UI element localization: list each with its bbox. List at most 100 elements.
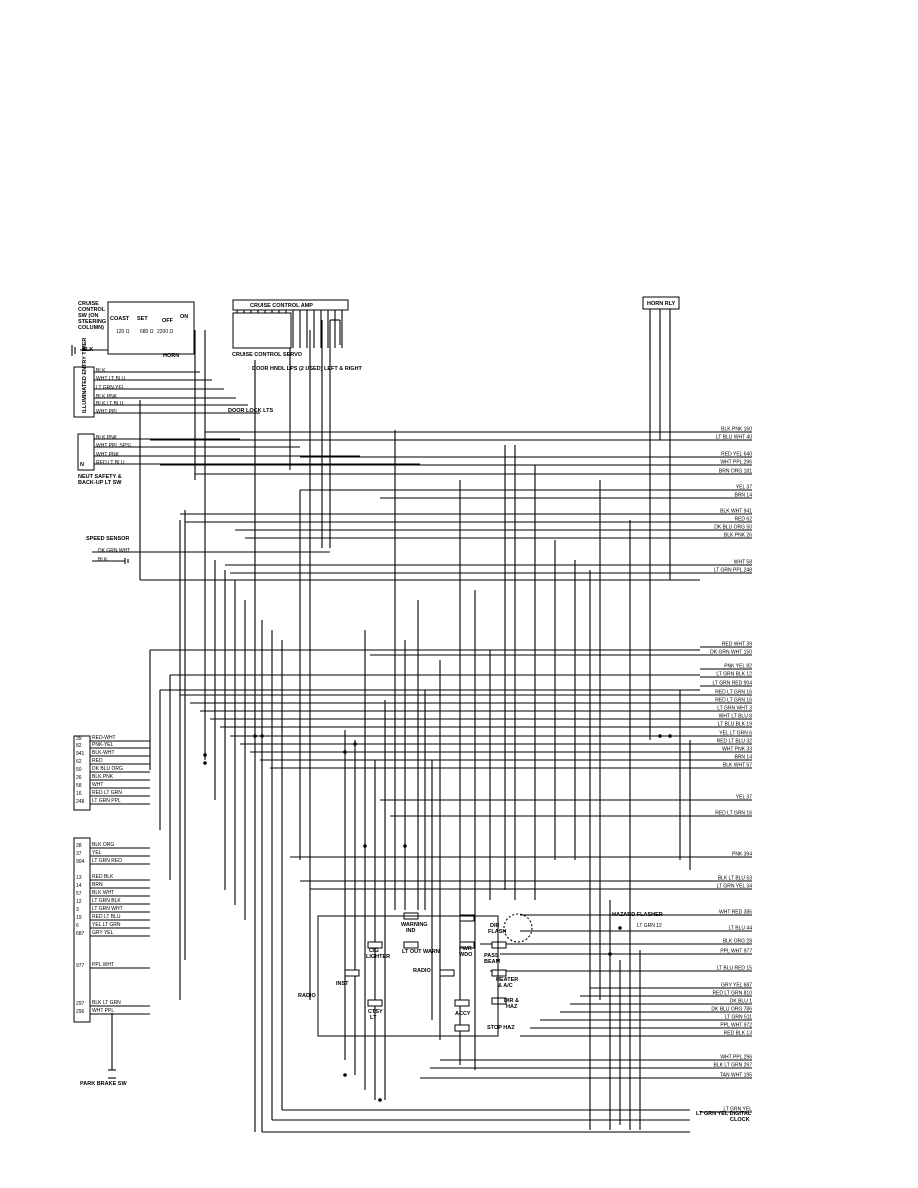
left-connector-pin: 57 (76, 891, 82, 897)
right-wire-label: DK BLU 1 (730, 999, 752, 1005)
right-wire-label: PNK YEL 82 (724, 664, 752, 670)
cruise-control-amp: CRUISE CONTROL AMP CRUISE CONTROL SERVO … (228, 299, 363, 414)
right-wire-label: RED LT GRN 16 (715, 811, 752, 817)
cruise-amp-box (232, 299, 349, 311)
cruise-pos-off: OFF (162, 318, 174, 324)
fuse-cell (454, 999, 470, 1007)
right-wire-label: PPL WHT 977 (720, 949, 752, 955)
left-connector-wire: PNK-YEL (92, 742, 114, 748)
right-wire-label: WHT PPL 296 (720, 460, 752, 466)
neut-safety-label-1: NEUT SAFETY & (78, 474, 122, 480)
left-connector-wire: BLK PNK (92, 774, 114, 780)
cruise-switch-label-4: STEERING (78, 319, 106, 325)
fuse-dir-flash-2: FLASH (488, 929, 506, 935)
right-wire-label: LT GRN YEL 34 (717, 884, 753, 890)
dir-flash-circle (503, 913, 533, 943)
illum-entry-box (73, 366, 95, 418)
cruise-resistor-3: 2200 Ω (157, 329, 174, 335)
neut-n-label: N (80, 462, 84, 468)
wire-blk-pnk-2-label: BLK PNK (96, 435, 118, 441)
left-connector-upper (73, 735, 91, 811)
cruise-pos-coast: COAST (110, 316, 130, 322)
door-lock-label: DOOR LOCK LTS (228, 408, 273, 414)
left-connector-wire: RED (92, 758, 103, 764)
wire-junction (253, 734, 257, 738)
wire-junction (403, 844, 407, 848)
left-connector-wire: GRY YEL (92, 930, 114, 936)
left-connector-pin: 248 (76, 799, 85, 805)
wire-junction (353, 742, 357, 746)
cruise-servo-box (232, 312, 292, 349)
cruise-switch-label-5: COLUMN) (78, 325, 104, 331)
fuse-inst: INST (336, 981, 349, 987)
right-wire-label: DK BLU ORG 50 (714, 525, 752, 531)
fuse-block: CIG LIGHTER WARNING IND LT OUT WARN PWR … (298, 915, 519, 1037)
wire-junction (668, 734, 672, 738)
right-wire-label: YEL 37 (736, 795, 752, 801)
fuse-cell (344, 969, 360, 977)
right-wire-label: RED WHT 39 (722, 642, 752, 648)
left-connector (73, 735, 91, 1023)
left-connector-pin: 26 (76, 775, 82, 781)
right-wire-label: LT GRN 511 (725, 1015, 752, 1021)
left-connector-pin: 37 (76, 851, 82, 857)
cruise-pos-on: ON (180, 314, 188, 320)
fuse-dir-haz: DIR & (504, 998, 519, 1004)
right-wire-label: TAN WHT 195 (720, 1073, 752, 1079)
left-connector-pin: 19 (76, 915, 82, 921)
fuse-cell (367, 999, 383, 1007)
fuse-cell (491, 941, 507, 949)
fuse-cell (459, 914, 475, 922)
right-wire-label: LT BLU RED 15 (717, 966, 753, 972)
neut-safety-box (77, 433, 95, 471)
left-connector-pin: 39 (76, 736, 82, 742)
wire-junction (378, 1098, 382, 1102)
wire-wht-ppl-sps-label: WHT PPL SPSI (96, 443, 131, 449)
wire-wht-pnk-label: WHT PNK (96, 452, 120, 458)
fuse-pass-beam: PASS (484, 953, 499, 959)
left-connector-pin: 977 (76, 963, 85, 969)
right-wire-label: RED LT GRN 16 (715, 690, 752, 696)
left-connector-wire: YEL (92, 850, 102, 856)
right-wire-label: BLK LT BLU 53 (718, 876, 752, 882)
right-wire-label: RED YEL 640 (721, 452, 752, 458)
left-connector-pin: 297 (76, 1001, 85, 1007)
wire-blk-pnk-label: BLK PNK (96, 394, 118, 400)
wire-junction (618, 926, 622, 930)
wire-junction (203, 761, 207, 765)
right-wire-label: RED LT GRN 16 (715, 698, 752, 704)
left-connector-wire: BLK ORG (92, 842, 114, 848)
right-wire-label: PNK 394 (732, 852, 752, 858)
cruise-servo-label: CRUISE CONTROL SERVO (232, 352, 303, 358)
left-connector-wire: LT GRN PPL (92, 798, 121, 804)
fuse-lt-out-warn: LT OUT WARN (402, 949, 440, 955)
speed-sensor-label: SPEED SENSOR (86, 536, 129, 542)
digital-clock: LT GRN YEL DIGITAL CLOCK (696, 1111, 752, 1123)
left-connector-wire: RED BLK (92, 874, 114, 880)
left-connector-pin: 16 (76, 791, 82, 797)
digital-clock-label: LT GRN YEL DIGITAL (696, 1111, 752, 1117)
right-wire-label: LT BLU WHT 40 (716, 435, 752, 441)
fuse-pass-beam-2: BEAM (484, 959, 501, 965)
fuse-cell (367, 941, 383, 949)
horn-label: HORN (163, 353, 179, 359)
wire-wht-ppl-label: WHT PPL (96, 409, 118, 415)
left-connector-pin: 904 (76, 859, 85, 865)
left-connector-pin: 6 (76, 923, 79, 929)
cruise-resistor-1: 120 Ω (116, 329, 130, 335)
right-wire-label: PPL WHT 972 (720, 1023, 752, 1029)
fuse-cell (454, 1024, 470, 1032)
fuse-stop-haz: STOP HAZ (487, 1025, 515, 1031)
wire-junction (203, 753, 207, 757)
left-connector-wire: RED LT GRN (92, 790, 122, 796)
left-connector-wire: WHT PPL (92, 1008, 114, 1014)
left-connector-wire: PPL WHT (92, 962, 114, 968)
right-wire-label: DK GRN WHT 150 (710, 650, 752, 656)
left-connector-wire: LT GRN RED (92, 858, 122, 864)
right-wire-label: RED LT GRN 810 (712, 991, 752, 997)
illum-entry-label: ILLUMINATED ENTRY TIMER (82, 338, 88, 413)
illuminated-entry-timer: ILLUMINATED ENTRY TIMER BLK WHT LT BLU L… (73, 338, 126, 418)
right-wire-label: WHT RED 385 (719, 910, 752, 916)
wire-junction (343, 750, 347, 754)
